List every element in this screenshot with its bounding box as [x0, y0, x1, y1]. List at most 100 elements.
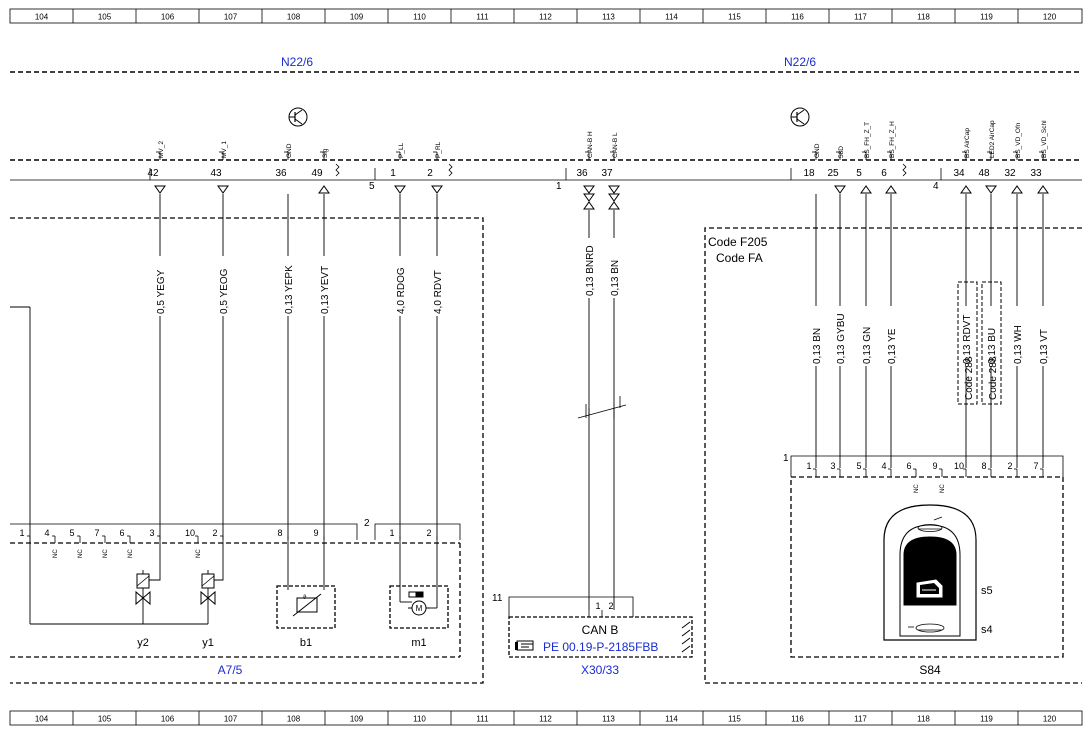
wire-label: 0,13 BU [987, 328, 998, 364]
ruler-cell-number: 107 [224, 13, 238, 22]
wire-label-bg [319, 256, 329, 316]
ruler-cell-number: 112 [539, 715, 552, 724]
pin-number: 37 [601, 168, 613, 179]
ruler-cell-number: 115 [728, 715, 741, 724]
ruler-cell-number: 117 [854, 13, 867, 22]
arrow-down-icon [154, 185, 166, 194]
pin-number: 34 [953, 168, 965, 179]
pin-number: 36 [576, 168, 588, 179]
component-label-s4: s4 [981, 624, 993, 636]
s84-connector-bar [790, 455, 1064, 477]
solenoid-valve-icon [200, 543, 224, 624]
transistor-icon [288, 107, 308, 127]
coil-mark [201, 575, 215, 587]
wire-label-bg [861, 306, 871, 366]
ruler-cell-number: 110 [413, 715, 426, 724]
wire-label: 0,13 RDVT [962, 315, 973, 364]
x30-pin: 1 [595, 601, 600, 611]
wire-label: 4,0 RDVT [433, 270, 444, 314]
resistor-mark [335, 163, 340, 177]
ruler-cell-number: 106 [161, 13, 175, 22]
pin-column: P_RL 2 4,0 RDVT [427, 141, 453, 540]
a7-pin-number: 3 [149, 528, 154, 538]
wire-label: 0,13 YEVT [320, 266, 331, 314]
wire-label: 0,13 YEPK [284, 265, 295, 314]
wire-label-bg [432, 256, 442, 316]
arrow-down-icon [431, 185, 443, 194]
signal-label: MV_2 [158, 141, 165, 158]
arrow-down-icon [608, 193, 620, 202]
code-288-box [957, 281, 978, 405]
temperature-sensor-icon: ϑ [292, 593, 322, 617]
s84-pin-number: 9 [932, 461, 937, 471]
pin-number: 5 [856, 168, 862, 179]
m1-box [389, 585, 449, 629]
wire-label-bg [886, 306, 896, 366]
connector-group-number: 5 [369, 181, 375, 192]
wire-label-bg [609, 238, 619, 298]
switch-panel-icon [883, 504, 977, 641]
ruler-cell-number: 120 [1043, 13, 1057, 22]
wire [214, 543, 224, 581]
pin-number: 2 [427, 168, 433, 179]
nc-label: NC [940, 484, 946, 493]
s84-pin-number: 4 [881, 461, 886, 471]
ruler-cell-number: 108 [287, 715, 301, 724]
arrow-up-icon [860, 185, 872, 194]
wire-label: 0,13 VT [1039, 329, 1050, 364]
signal-label: CAN-B L [612, 132, 619, 158]
svg-text:ϑ: ϑ [303, 595, 307, 601]
ground-hatch-icon [681, 621, 691, 653]
b1-box [276, 585, 336, 629]
s84-pin-number: 8 [981, 461, 986, 471]
component-label-m1: m1 [411, 637, 426, 649]
s84-box [790, 476, 1064, 658]
arrow-down-icon [394, 185, 406, 194]
ruler-cell-number: 115 [728, 13, 741, 22]
ruler-cell-number: 120 [1043, 715, 1057, 724]
a7-pin-number: 5 [69, 528, 74, 538]
ruler-cell-number: 104 [35, 715, 49, 724]
wire-label-bg [986, 306, 996, 366]
signal-label: P_LL [398, 142, 405, 158]
solenoid-valve-icon [135, 543, 161, 624]
code-288-box [981, 281, 1002, 405]
pin-number: 32 [1004, 168, 1016, 179]
wire-label: 0,13 GN [862, 327, 873, 364]
s84-pin-number: 2 [1007, 461, 1012, 471]
signal-label: GND [286, 143, 293, 158]
arrow-up-icon [583, 201, 595, 210]
code-288-label: Code 288 [964, 356, 975, 400]
resistor-mark [902, 163, 907, 177]
a7-pin-number: 6 [119, 528, 124, 538]
pin-number: 1 [390, 168, 396, 179]
nc-label: NC [53, 549, 59, 558]
signal-label: BS_VD_Ofn [1015, 122, 1022, 158]
ruler-cell-number: 113 [602, 13, 615, 22]
signal-label: P_RL [435, 141, 442, 158]
a7-pin-number: 4 [44, 528, 49, 538]
x30-reference-link[interactable]: PE 00.19-P-2185FBB [543, 640, 658, 654]
signal-label: 58D [838, 146, 845, 158]
a7-pin-number: 10 [185, 528, 195, 538]
module-label-n22-right: N22/6 [784, 55, 816, 69]
wire-label: 0,5 YEOG [219, 268, 230, 314]
signal-label: LED2 AirCap [989, 120, 996, 158]
signal-label: GND [814, 143, 821, 158]
component-label-y2: y2 [137, 637, 149, 649]
x30-pin: 2 [608, 601, 613, 611]
wire-label-bg [961, 306, 971, 366]
resistor-mark [448, 163, 453, 177]
arrow-up-icon [1037, 185, 1049, 194]
s84-pin-number: 3 [830, 461, 835, 471]
wire-label-bg [218, 256, 228, 316]
wire-label: 0,13 YE [887, 328, 898, 364]
ruler-cell-number: 111 [476, 715, 489, 724]
